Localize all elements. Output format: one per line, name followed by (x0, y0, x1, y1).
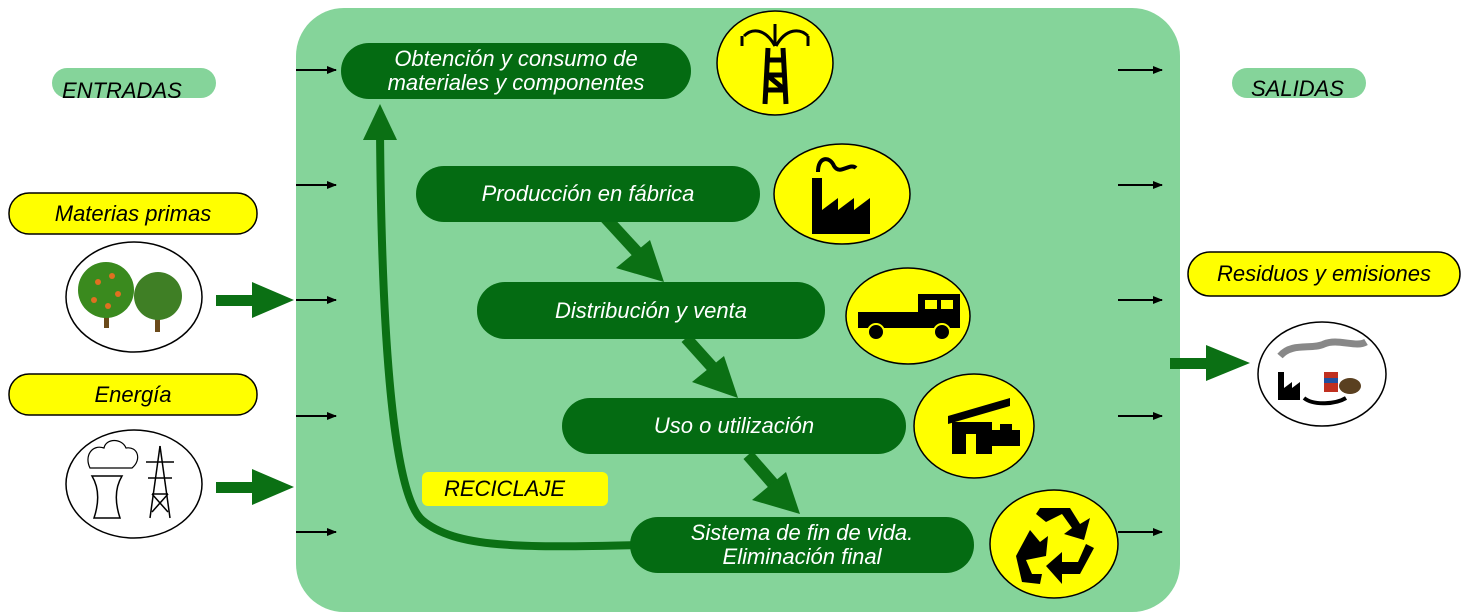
recycling-loop-arrow (363, 104, 641, 551)
trees-icon (65, 241, 203, 353)
big-output-arrow (1170, 345, 1250, 381)
stage-obtencion-line2: materiales y componentes (387, 70, 645, 95)
salidas-pill (1232, 68, 1366, 98)
entradas-pill (52, 68, 216, 98)
residuos-pill (1187, 251, 1461, 297)
stage-uso-label: Uso o utilización (653, 413, 815, 438)
salidas-label: SALIDAS (1251, 76, 1344, 101)
stage-box-distribucion (477, 282, 825, 339)
materias-pill (8, 192, 258, 235)
oil-derrick-icon (716, 10, 834, 116)
stage-box-produccion (416, 166, 760, 222)
stage-fin-vida-line1: Sistema de fin de vida. (690, 520, 914, 545)
pollution-icon (1257, 321, 1387, 427)
stage-fin-vida-line2: Eliminación final (722, 544, 882, 569)
reciclaje-label: RECICLAJE (444, 476, 566, 501)
energia-label: Energía (94, 381, 172, 407)
power-plant-icon (65, 429, 203, 539)
stage-fin-vida-label: Sistema de fin de vida. Eliminación fina… (630, 517, 974, 573)
stage-produccion-label: Producción en fábrica (481, 181, 695, 206)
truck-icon (845, 267, 971, 365)
factory-icon (773, 143, 911, 245)
house-icon (913, 373, 1035, 479)
output-arrows (1118, 66, 1163, 536)
stage-box-fin-vida (630, 517, 974, 573)
residuos-emisiones-label: Residuos y emisiones (1217, 261, 1431, 286)
energia-pill (8, 373, 258, 416)
stage-box-uso (562, 398, 906, 454)
big-input-arrows (216, 282, 294, 505)
reciclaje-box (422, 472, 608, 506)
input-arrows (296, 66, 337, 536)
materias-primas-label: Materias primas (54, 200, 212, 226)
stage-obtencion-label: Obtención y consumo de materiales y comp… (341, 43, 691, 99)
entradas-label: ENTRADAS (62, 78, 182, 103)
stage-box-obtencion (341, 43, 691, 99)
stage-distribucion-label: Distribución y venta (555, 297, 747, 323)
recycle-icon (989, 489, 1119, 599)
flow-arrows (597, 209, 800, 514)
stage-obtencion-line1: Obtención y consumo de (394, 46, 638, 71)
